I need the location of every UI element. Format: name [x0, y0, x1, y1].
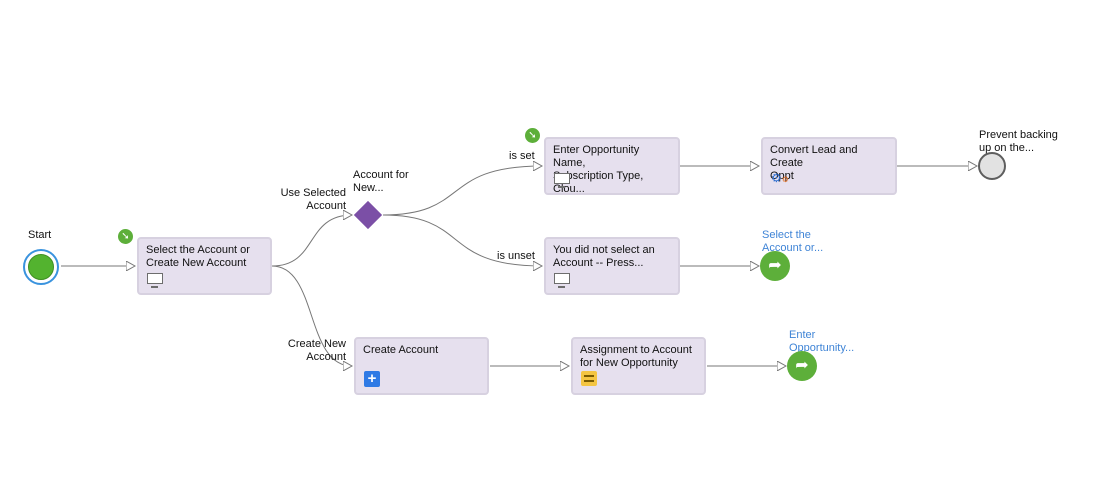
entry-arrow-icon: ➘	[525, 128, 540, 143]
edge-label-use-selected: Use Selected Account	[280, 187, 346, 212]
assignment-icon	[581, 371, 597, 386]
edge-label-is-set: is set	[509, 150, 535, 162]
screen-icon	[554, 173, 570, 188]
node-convert-lead[interactable]: Convert Lead and Create Oppt ⚙⚙	[761, 137, 897, 195]
node-label: Assignment to Account for New Opportunit…	[580, 344, 692, 369]
entry-arrow-icon: ➘	[118, 229, 133, 244]
jump-arrow-icon[interactable]: ➦	[787, 351, 817, 381]
start-label: Start	[28, 229, 52, 241]
node-label: Select the Account or Create New Account	[146, 244, 250, 269]
node-label: You did not select an Account -- Press..…	[553, 244, 655, 269]
start-node[interactable]	[23, 249, 59, 285]
edge-decision-to-enter	[382, 166, 542, 216]
edge-select-to-create	[271, 265, 352, 366]
node-enter-opportunity[interactable]: Enter Opportunity Name, Subscription Typ…	[544, 137, 680, 195]
screen-icon	[554, 273, 570, 288]
node-assignment[interactable]: Assignment to Account for New Opportunit…	[571, 337, 706, 395]
edge-label-is-unset: is unset	[497, 250, 535, 262]
decision-label: Account for New...	[353, 169, 409, 194]
jump-arrow-icon[interactable]: ➦	[760, 251, 790, 281]
edge-label-create-new: Create New Account	[287, 338, 346, 363]
end-label: Prevent backing up on the...	[979, 129, 1058, 154]
node-create-account[interactable]: Create Account +	[354, 337, 489, 395]
plus-icon: +	[364, 371, 380, 387]
gears-icon: ⚙⚙	[771, 171, 789, 185]
edge-decision-to-unset	[382, 214, 542, 266]
screen-icon	[147, 273, 163, 288]
jump-label-select[interactable]: Select the Account or...	[762, 229, 824, 254]
node-select-account[interactable]: Select the Account or Create New Account	[137, 237, 272, 295]
node-not-selected[interactable]: You did not select an Account -- Press..…	[544, 237, 680, 295]
node-label: Convert Lead and Create Oppt	[770, 144, 858, 182]
end-node[interactable]	[978, 152, 1006, 180]
node-label: Create Account	[363, 344, 439, 356]
node-label: Enter Opportunity Name, Subscription Typ…	[553, 144, 644, 195]
edge-select-to-decision	[271, 215, 352, 267]
